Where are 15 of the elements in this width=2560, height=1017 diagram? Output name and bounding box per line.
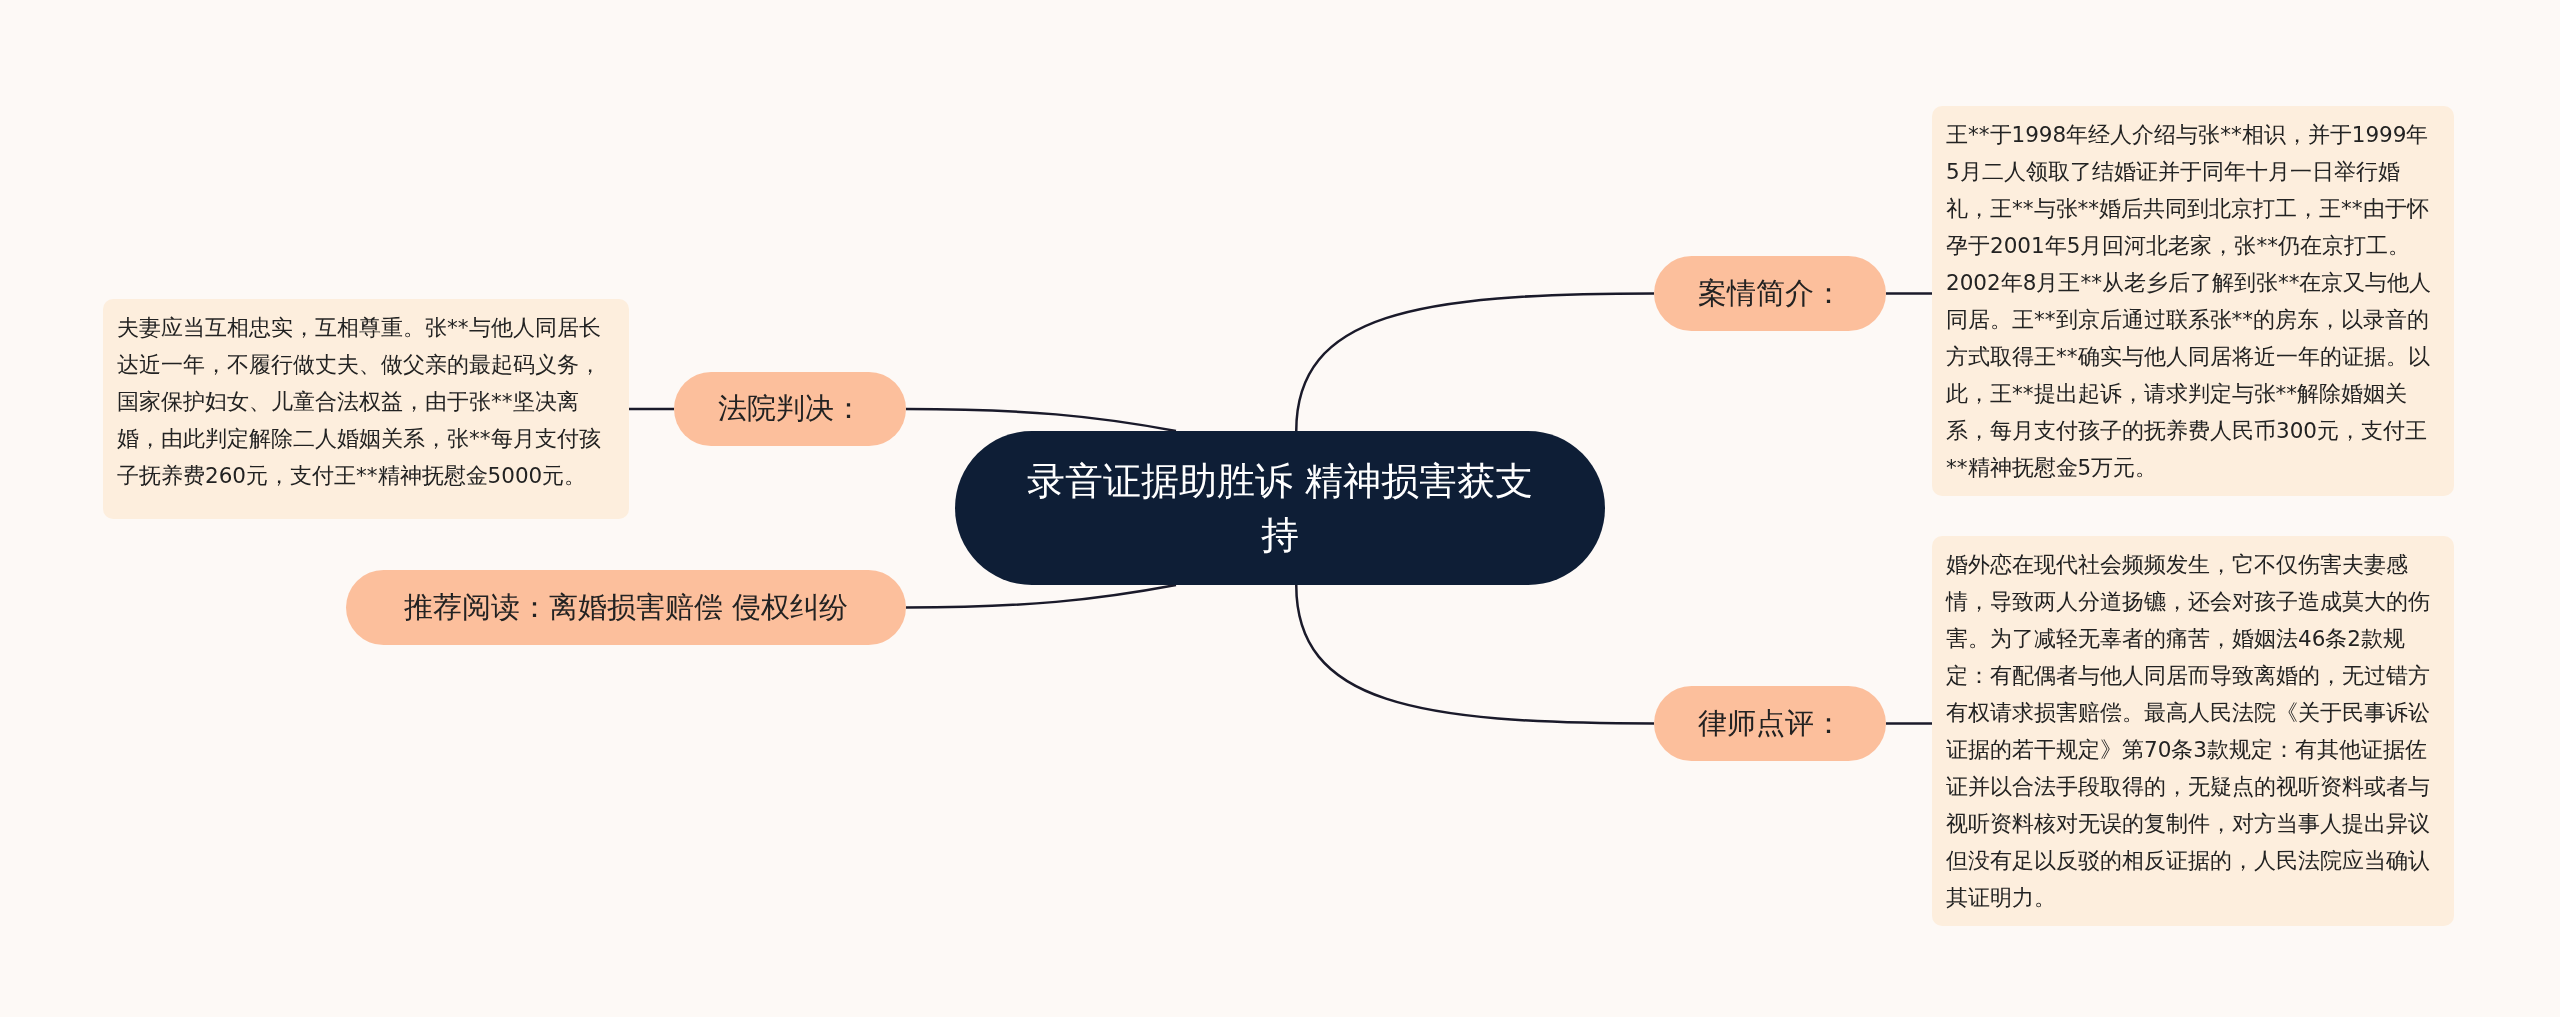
connector-line bbox=[1295, 584, 1654, 725]
topic-box: 录音证据助胜诉 精神损害获支持 bbox=[955, 431, 1605, 585]
connector-line bbox=[906, 583, 1177, 609]
connector-line bbox=[1295, 292, 1654, 432]
note-box: 夫妻应当互相忠实，互相尊重。张**与他人同居长达近一年，不履行做丈夫、做父亲的最起码义务，国家保护妇女、儿童合法权益，由于张**坚决离婚，由此判定解除二人婚姻关系，张**每月支付孩子抚养费260元，支付王**精神抚慰金5000元。 bbox=[103, 299, 629, 519]
branch-box: 案情简介： bbox=[1654, 256, 1886, 331]
connector-line bbox=[1886, 722, 1932, 725]
branch-box: 律师点评： bbox=[1654, 686, 1886, 761]
connector-line bbox=[629, 407, 674, 411]
branch-box: 法院判决： bbox=[674, 372, 906, 446]
branch-box: 推荐阅读：离婚损害赔偿 侵权纠纷 bbox=[346, 570, 906, 645]
connector-line bbox=[906, 407, 1177, 433]
connector-line bbox=[1886, 292, 1932, 295]
note-box: 婚外恋在现代社会频频发生，它不仅伤害夫妻感情，导致两人分道扬镳，还会对孩子造成莫大的伤害。为了减轻无辜者的痛苦，婚姻法46条2款规定：有配偶者与他人同居而导致离婚的，无过错方有权请求损害赔偿。最高人民法院《关于民事诉讼证据的若干规定》第70条3款规定：有其他证据佐证并以合法手段取得的，无疑点的视听资料或者与视听资料核对无误的复制件，对方当事人提出异议但没有足以反驳的相反证据的，人民法院应当确认其证明力。 bbox=[1932, 536, 2454, 926]
note-box: 王**于1998年经人介绍与张**相识，并于1999年5月二人领取了结婚证并于同年十月一日举行婚礼，王**与张**婚后共同到北京打工，王**由于怀孕于2001年5月回河北老家，张**仍在京打工。2002年8月王**从老乡后了解到张**在京又与他人同居。王**到京后通过联系张**的房东，以录音的方式取得王**确实与他人同居将近一年的证据。以此，王**提出起诉，请求判定与张**解除婚姻关系，每月支付孩子的抚养费人民币300元，支付王**精神抚慰金5万元。 bbox=[1932, 106, 2454, 496]
